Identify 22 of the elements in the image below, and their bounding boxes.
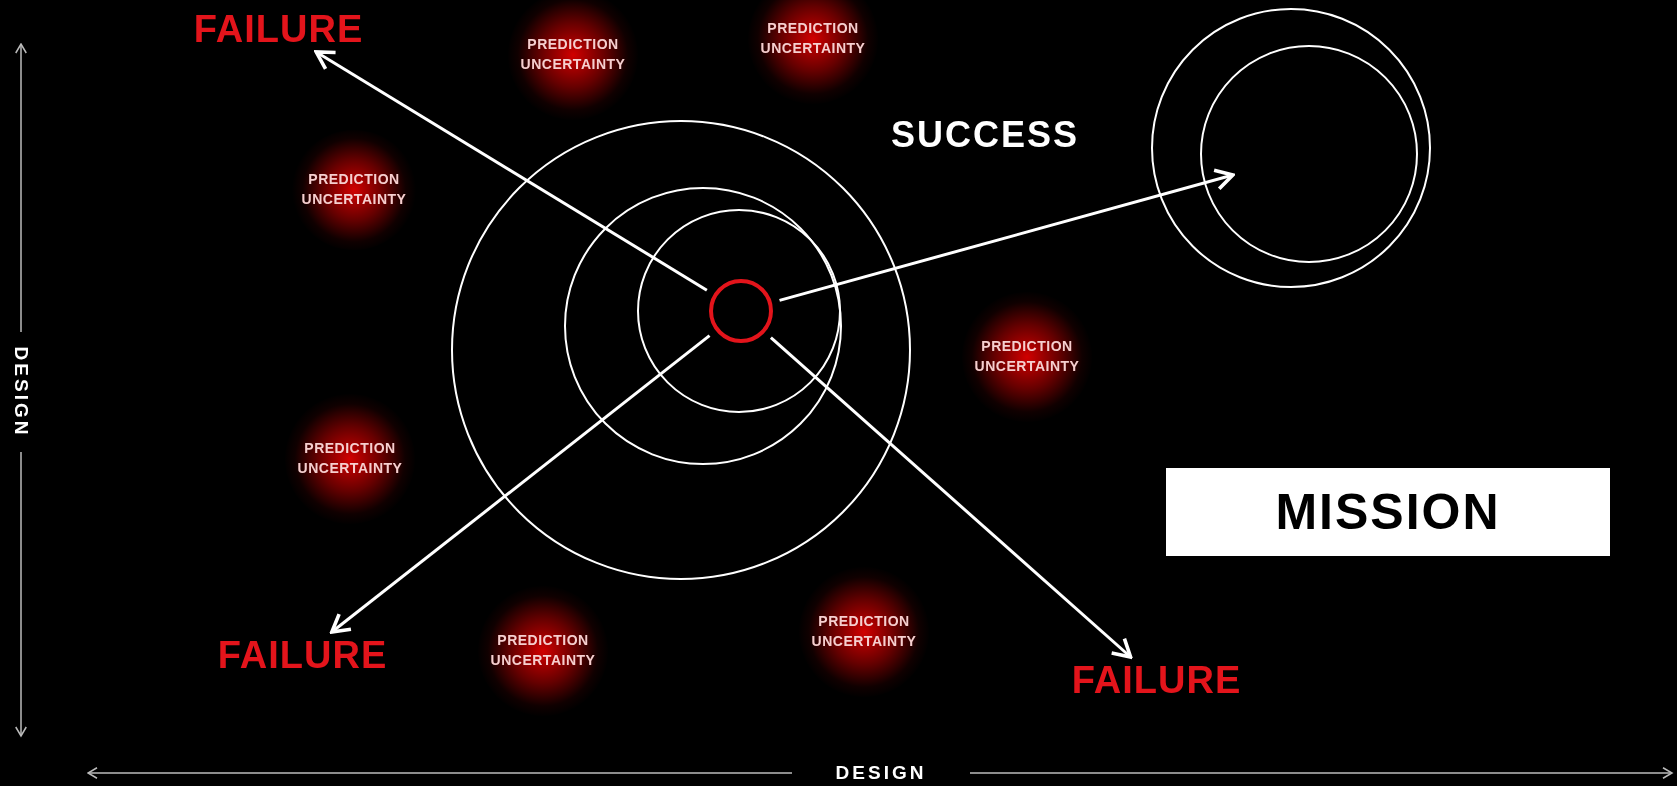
success-label: SUCCESS — [890, 112, 1080, 158]
mission-banner — [1166, 468, 1610, 556]
target-circle — [1200, 45, 1418, 263]
arrow — [330, 334, 711, 634]
uncertainty-label: PREDICTION UNCERTAINTY — [759, 19, 867, 58]
arrow — [769, 336, 1133, 659]
uncertainty-label: PREDICTION UNCERTAINTY — [519, 35, 627, 74]
uncertainty-label: PREDICTION UNCERTAINTY — [810, 612, 918, 651]
arrow — [779, 168, 1235, 302]
uncertainty-label: PREDICTION UNCERTAINTY — [973, 337, 1081, 376]
axis-label: DESIGN — [835, 762, 927, 784]
failure-label: FAILURE — [220, 632, 385, 678]
center-circle — [709, 279, 773, 343]
arrow — [314, 50, 708, 292]
uncertainty-label: PREDICTION UNCERTAINTY — [300, 170, 408, 209]
target-circle — [1151, 8, 1431, 288]
mission-title: MISSION — [1275, 483, 1501, 541]
failure-label: FAILURE — [196, 6, 361, 52]
uncertainty-label: PREDICTION UNCERTAINTY — [489, 631, 597, 670]
failure-label: FAILURE — [1074, 657, 1239, 703]
axis-label: DESIGN — [10, 346, 32, 438]
uncertainty-label: PREDICTION UNCERTAINTY — [296, 439, 404, 478]
